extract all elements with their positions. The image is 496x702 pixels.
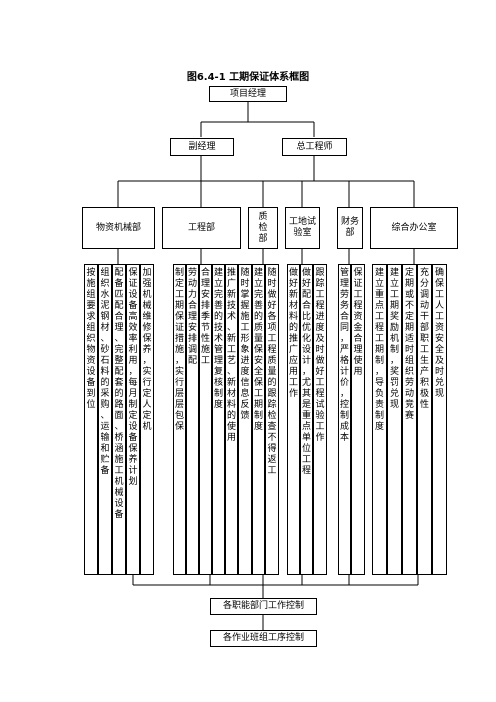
dept-engineering: 工程部 [162,207,241,249]
chief-engineer-box: 总工程师 [282,138,347,156]
dept-control-box: 各职能部门工作控制 [210,598,317,615]
duty-column: 管理劳务合同，严格计价，控制成本 [338,264,351,575]
team-control-box: 各作业班组工序控制 [210,630,317,647]
duty-column: 按施组要求组织物资设备到位 [84,264,98,575]
duty-column: 跟踪工程进度及时做好工程试验工作 [313,264,327,575]
diagram-title: 图6.4-1 工期保证体系框图 [186,72,310,83]
duty-column: 建立完善的质量保安全保工期制度 [252,264,265,575]
duty-column: 加强机械维修保养，实行定人定机 [140,264,154,575]
project-manager-box: 项目经理 [209,86,287,102]
duty-column: 做好配合比优化设计，尤其是重点单位工程 [300,264,313,575]
duty-column: 充分调动干部职工生产积极性 [417,264,432,575]
dept-site-lab: 工地试验室 [285,207,320,249]
dept-materials-machinery: 物资机械部 [82,207,155,249]
duty-column: 随时做好各项工程质量的跟踪检查不得返工 [265,264,279,575]
duty-column: 建立重点工程工期制，导负责制度 [372,264,387,575]
duty-column: 建立工期奖励机制，奖罚兑现 [387,264,402,575]
duty-column: 做好新材料的推广应用工作 [287,264,300,575]
dept-finance: 财务部 [337,207,363,249]
duty-column: 确保工人工资安全及时兑现 [432,264,447,575]
duty-column: 随时掌握施工形象进度信息反馈 [238,264,252,575]
duty-column: 合理安排季节性施工 [199,264,212,575]
deputy-manager-box: 副经理 [170,138,234,156]
duty-column: 制定工期保证措施，实行层层包保 [173,264,186,575]
duty-column: 推广新技术、新工艺、新材料的使用 [225,264,238,575]
duty-column: 劳动力合理安排调配 [186,264,199,575]
duty-column: 配备匹配合理、完整配套的路面、桥涵施工机械设备 [112,264,126,575]
dept-quality-inspection: 质检部 [248,207,278,249]
dept-general-office: 综合办公室 [370,207,458,249]
duty-column: 保证设备高效率利用，每月制定设备保养计划 [126,264,140,575]
duty-column: 建立完善的技术管理复核制度 [212,264,225,575]
duty-column: 组织水泥钢材、砂石料的采购、运输和贮备 [98,264,112,575]
duty-column: 保证工程资金合理使用 [351,264,365,575]
duty-column: 定期或不定期适时组织劳动竞赛 [402,264,417,575]
